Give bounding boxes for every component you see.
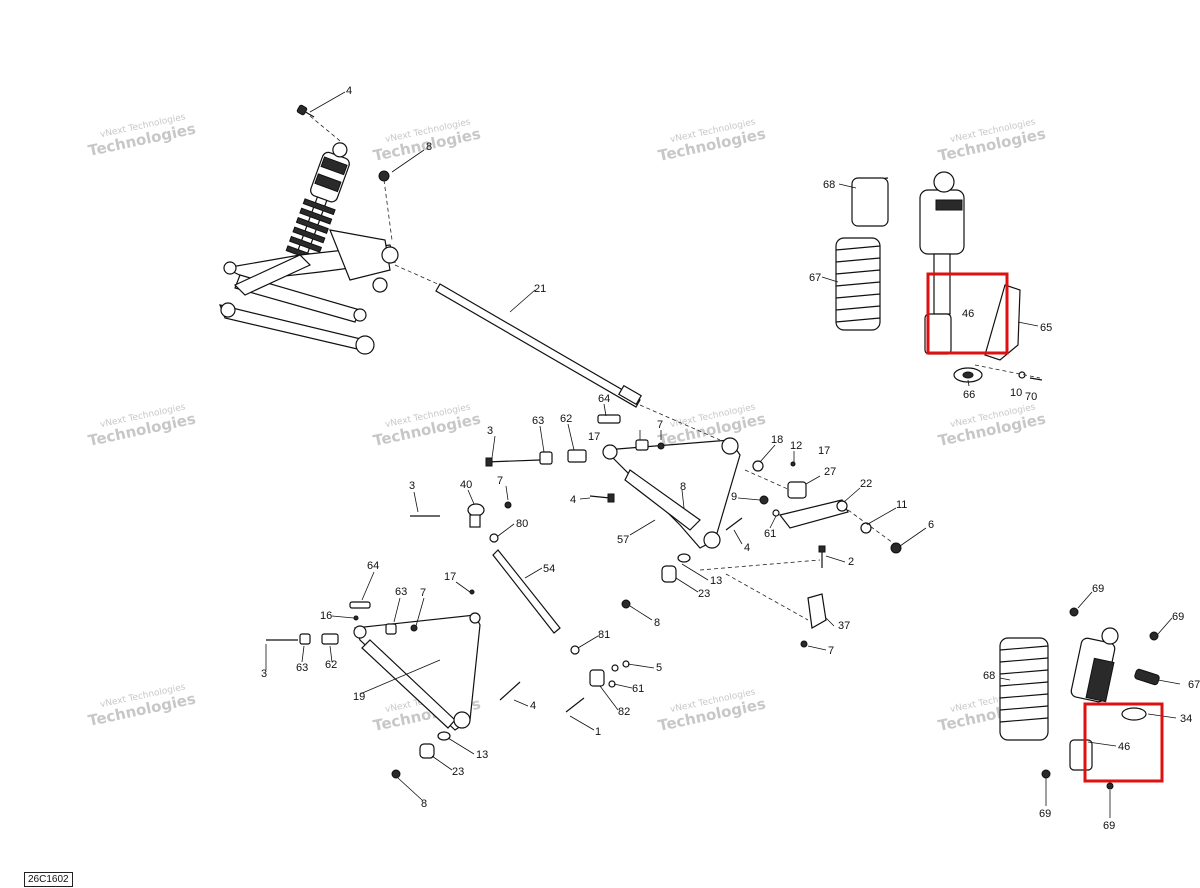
callout-23b: 23 [452,766,464,778]
callout-27: 27 [824,466,836,478]
callout-46b: 46 [1118,741,1130,753]
leader-lines [265,91,1181,818]
callout-19: 19 [353,691,365,703]
callout-2: 2 [848,556,854,568]
callout-3c: 3 [261,668,267,680]
callout-69d: 69 [1103,820,1115,832]
callout-63b: 63 [395,586,407,598]
callout-16: 16 [320,610,332,622]
lower-a-arm-assembly [266,589,521,779]
callout-21: 21 [534,283,546,295]
callout-4c: 4 [744,542,750,554]
callout-80: 80 [516,518,528,530]
callout-7c: 7 [828,645,834,657]
callout-3: 3 [487,425,493,437]
rear-suspension-assembly [219,104,399,355]
callout-7d: 7 [420,587,426,599]
callout-22: 22 [860,478,872,490]
callout-46: 46 [962,308,974,320]
callout-63: 63 [532,415,544,427]
callout-12: 12 [790,440,802,452]
callout-18: 18 [771,434,783,446]
callout-23: 23 [698,588,710,600]
highlight-box-bottom[interactable] [1083,702,1164,783]
callout-1: 1 [595,726,601,738]
callout-64: 64 [598,393,610,405]
rear-right-shock-assembly [999,607,1160,790]
callout-61b: 61 [632,683,644,695]
callout-13b: 13 [476,749,488,761]
callout-labels: 4 8 21 68 67 46 65 66 10 70 64 63 62 17 … [261,85,1200,832]
callout-7: 7 [657,419,663,431]
callout-63c: 63 [296,662,308,674]
callout-34: 34 [1180,713,1192,725]
front-right-shock-assembly [835,171,1043,383]
callout-69c: 69 [1039,808,1051,820]
callout-69b: 69 [1172,611,1184,623]
callout-62: 62 [560,413,572,425]
callout-6: 6 [928,519,934,531]
callout-8c: 8 [654,617,660,629]
callout-62b: 62 [325,659,337,671]
drive-shaft [394,264,721,441]
callout-65: 65 [1040,322,1052,334]
callout-67: 67 [809,272,821,284]
callout-17: 17 [588,431,600,443]
callout-66: 66 [963,389,975,401]
highlight-box-top[interactable] [926,272,1009,355]
diagram-code-label: 26C1602 [24,872,73,887]
callout-68b: 68 [983,670,995,682]
callout-67b: 67 [1188,679,1200,691]
callout-70: 70 [1025,391,1037,403]
callout-4b: 4 [570,494,576,506]
callout-61: 61 [764,528,776,540]
callout-11: 11 [896,499,907,511]
callout-64b: 64 [367,560,379,572]
callout-69: 69 [1092,583,1104,595]
callout-7b: 7 [497,475,503,487]
callout-4: 4 [346,85,352,97]
callout-3b: 3 [409,480,415,492]
callout-8: 8 [426,141,432,153]
callout-4d: 4 [530,700,536,712]
callout-68: 68 [823,179,835,191]
callout-37: 37 [838,620,850,632]
callout-82: 82 [618,706,630,718]
callout-8b: 8 [680,481,686,493]
callout-81: 81 [598,629,610,641]
callout-9: 9 [731,491,737,503]
callout-57: 57 [617,534,629,546]
callout-8d: 8 [421,798,427,810]
callout-17b: 17 [818,445,830,457]
callout-13: 13 [710,575,722,587]
callout-5: 5 [656,662,662,674]
callout-17c: 17 [444,571,456,583]
callout-54: 54 [543,563,555,575]
callout-40: 40 [460,479,472,491]
callout-10: 10 [1010,387,1022,399]
